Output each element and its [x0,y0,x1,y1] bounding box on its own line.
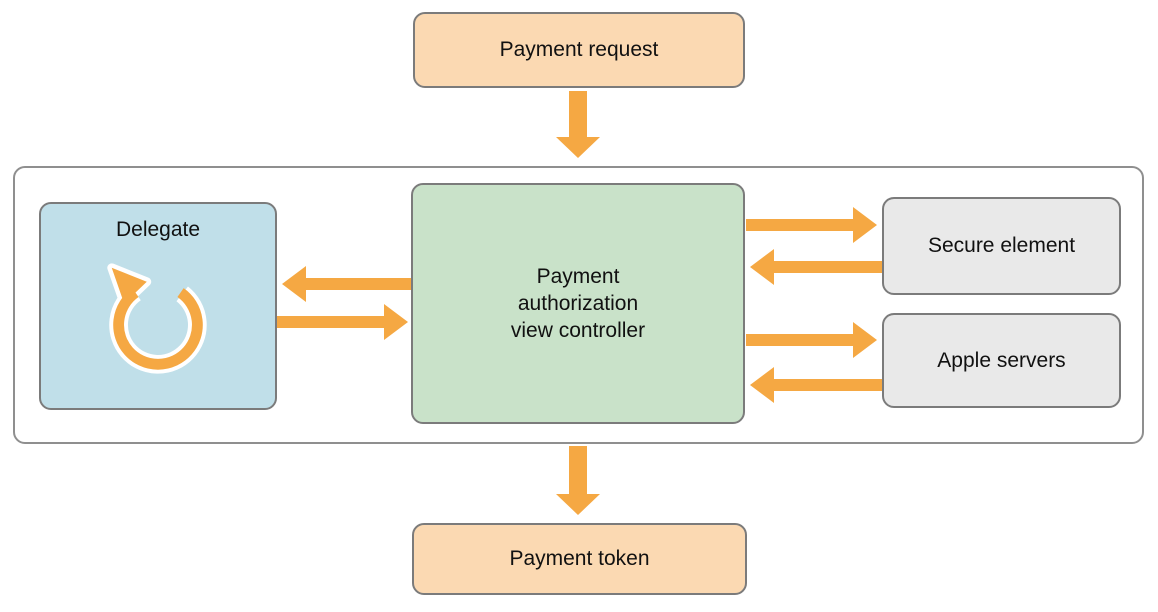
controller-label: Payment authorization view controller [510,265,646,342]
node-payment-request: Payment request [413,12,745,88]
arrow-controller-to-token-down [556,446,600,515]
payment-token-label: Payment token [509,547,650,570]
arrow-request-to-controller-down [556,91,600,158]
secure-element-label: Secure element [927,234,1076,257]
delegate-label: Delegate [115,218,201,241]
loop-arrow-icon [107,263,207,374]
node-delegate: Delegate [39,202,277,410]
node-secure-element: Secure element [882,197,1121,295]
node-apple-servers: Apple servers [882,313,1121,408]
payment-request-label: Payment request [499,38,659,61]
apple-servers-label: Apple servers [937,348,1066,372]
node-payment-token: Payment token [412,523,747,595]
node-payment-authorization-view-controller: Payment authorization view controller [411,183,745,424]
